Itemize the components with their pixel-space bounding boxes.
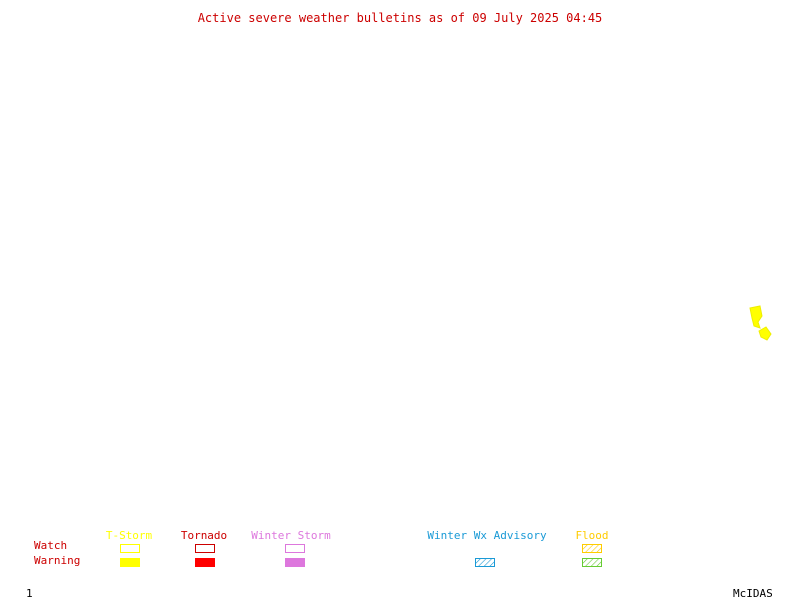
map-title: Active severe weather bulletins as of 09… xyxy=(197,11,603,25)
legend-tornado-warning-swatch xyxy=(195,558,215,567)
legend-header-tstorm: T-Storm xyxy=(105,529,153,542)
legend-winter-storm-watch-swatch xyxy=(285,544,305,553)
mcidas-label: McIDAS xyxy=(733,587,773,600)
alert-polygons xyxy=(749,305,772,341)
tstorm-warning-area xyxy=(749,305,763,329)
frame-number: 1 xyxy=(26,587,33,600)
legend-winter-storm-warning-swatch xyxy=(285,558,305,567)
legend-row-watch: Watch xyxy=(34,539,68,552)
legend-header-winter-storm: Winter Storm xyxy=(251,529,331,542)
legend-tstorm-warning-swatch xyxy=(120,558,140,567)
legend-flood-warning-swatch xyxy=(582,558,602,567)
legend-row-warning: Warning xyxy=(34,554,81,567)
legend-flood-watch-swatch xyxy=(582,544,602,553)
legend-winter-wx-advisory-swatch xyxy=(475,558,495,567)
legend-header-winter-wx-advisory: Winter Wx Advisory xyxy=(427,529,547,542)
tstorm-warning-area xyxy=(758,326,772,341)
legend-header-flood: Flood xyxy=(575,529,609,542)
legend-header-tornado: Tornado xyxy=(180,529,228,542)
legend-tornado-watch-swatch xyxy=(195,544,215,553)
legend-tstorm-watch-swatch xyxy=(120,544,140,553)
